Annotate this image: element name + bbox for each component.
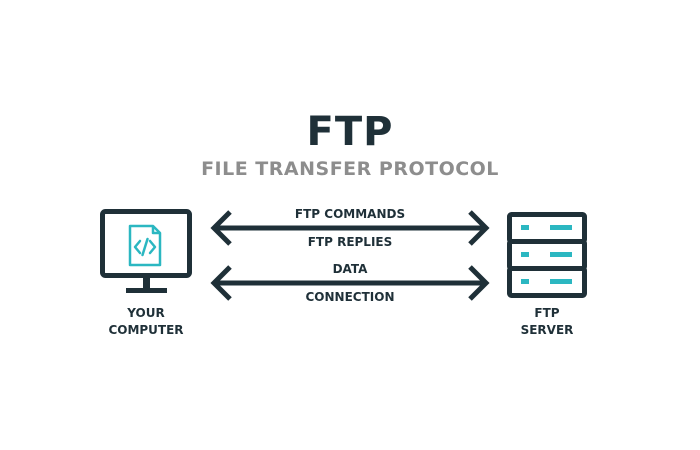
control-connection-arrow — [210, 210, 490, 246]
diagram-title: FTP — [306, 109, 394, 155]
your-computer-line1: YOUR — [127, 306, 165, 320]
server-rack-icon — [507, 212, 587, 298]
ftp-server-line1: FTP — [534, 306, 560, 320]
code-file-icon — [128, 224, 162, 267]
your-computer-line2: COMPUTER — [108, 323, 184, 337]
ftp-replies-label: FTP REPLIES — [307, 235, 393, 249]
ftp-server-label: FTP SERVER — [482, 305, 612, 339]
your-computer-label: YOUR COMPUTER — [81, 305, 211, 339]
ftp-server-line2: SERVER — [520, 323, 574, 337]
monitor-icon — [100, 209, 192, 293]
data-connection-arrow — [210, 265, 490, 301]
data-label: DATA — [332, 262, 368, 276]
ftp-commands-label: FTP COMMANDS — [294, 207, 406, 221]
connection-label: CONNECTION — [305, 290, 395, 304]
diagram-subtitle: FILE TRANSFER PROTOCOL — [201, 158, 499, 180]
